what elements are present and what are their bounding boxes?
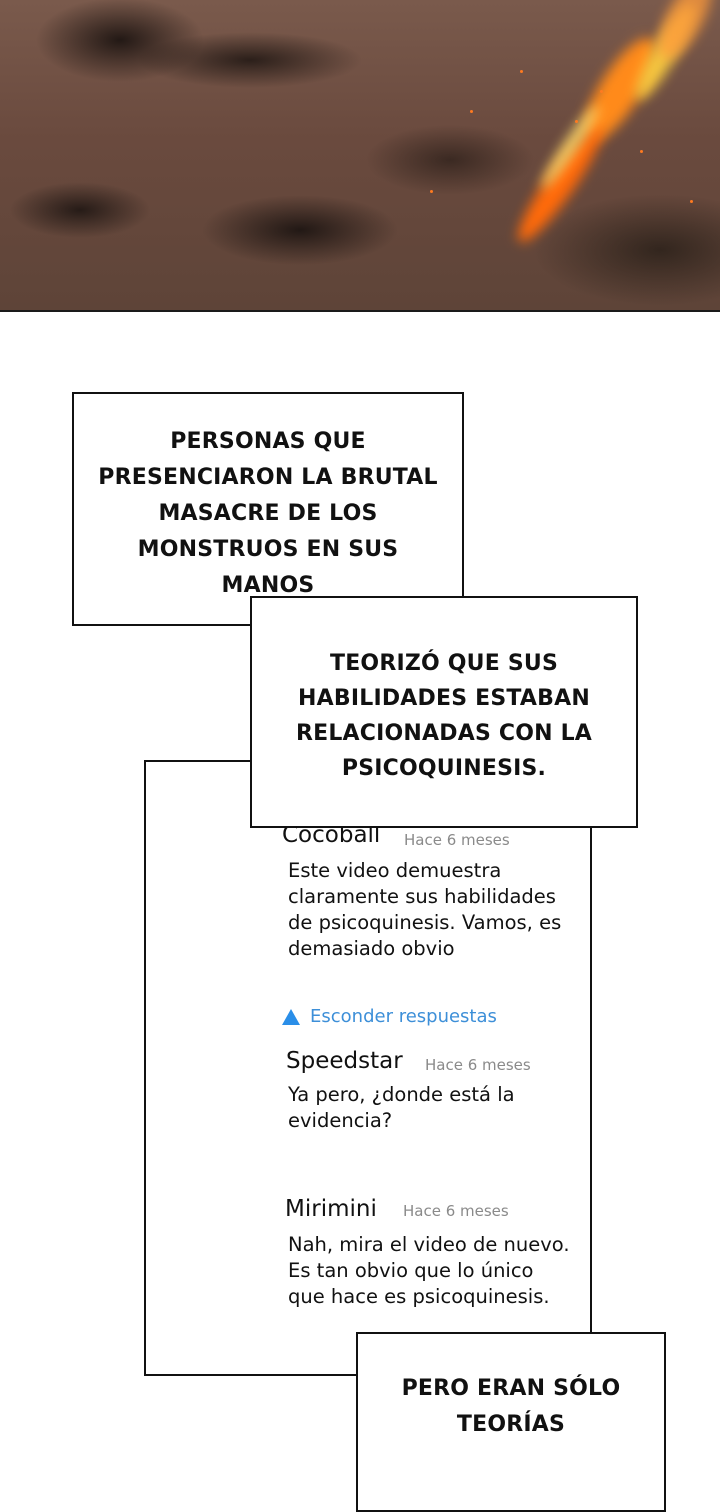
- ember: [640, 150, 643, 153]
- comic-art-panel: [0, 0, 720, 312]
- triangle-up-icon: [282, 1008, 300, 1025]
- caption-box-bottom: PERO ERAN SÓLO TEORÍAS: [356, 1332, 666, 1512]
- caption-text-middle: TEORIZÓ QUE SUS HABILIDADES ESTABAN RELA…: [295, 651, 593, 781]
- caption-text-bottom: PERO ERAN SÓLO TEORÍAS: [401, 1376, 621, 1437]
- caption-box-top: PERSONAS QUE PRESENCIARON LA BRUTAL MASA…: [72, 392, 464, 626]
- comment-timestamp: Hace 6 meses: [404, 831, 510, 849]
- ember: [690, 200, 693, 203]
- caption-text-top: PERSONAS QUE PRESENCIARON LA BRUTAL MASA…: [98, 429, 438, 598]
- ember: [430, 190, 433, 193]
- comment-timestamp: Hace 6 meses: [425, 1056, 531, 1074]
- hide-replies-label: Esconder respuestas: [310, 1006, 497, 1027]
- comment-card: [144, 760, 592, 1376]
- comment-text: Este video demuestra claramente sus habi…: [288, 859, 562, 960]
- comment-timestamp: Hace 6 meses: [403, 1202, 509, 1220]
- flame-streak: [508, 118, 612, 250]
- ember: [600, 90, 603, 93]
- caption-box-middle: TEORIZÓ QUE SUS HABILIDADES ESTABAN RELA…: [250, 596, 638, 828]
- hide-replies-button[interactable]: Esconder respuestas: [282, 1006, 497, 1027]
- ember: [520, 70, 523, 73]
- comment-text: Nah, mira el video de nuevo. Es tan obvi…: [288, 1233, 570, 1308]
- comment-username[interactable]: Mirimini: [285, 1196, 377, 1222]
- ember: [470, 110, 473, 113]
- comment-username[interactable]: Speedstar: [286, 1048, 403, 1074]
- comment-text: Ya pero, ¿donde está la evidencia?: [288, 1083, 515, 1132]
- ember: [575, 120, 578, 123]
